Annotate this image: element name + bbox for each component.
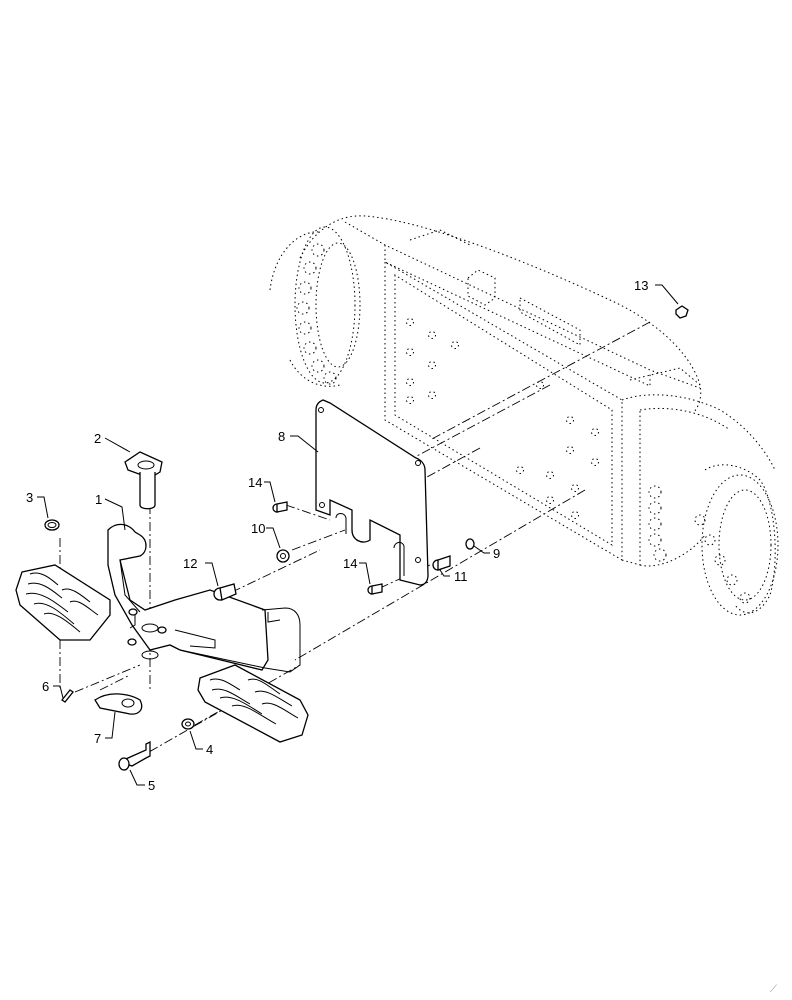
- screw-14-lower: [367, 583, 383, 595]
- bolt-11: [432, 555, 451, 571]
- bracket-studs: [127, 608, 167, 646]
- callout-2: 2: [94, 431, 101, 446]
- corner-mark: ⟋: [770, 984, 777, 995]
- screw-14-upper: [272, 501, 288, 513]
- alignment-lines: [59, 321, 651, 761]
- callout-14-upper: 14: [248, 475, 262, 490]
- callout-4: 4: [206, 742, 213, 757]
- callout-labels: 1 2 3 4 5 6 7 8 9 10 11 12 13 14 14: [26, 278, 648, 793]
- callout-7: 7: [94, 731, 101, 746]
- cover-plate: [315, 399, 429, 586]
- callout-6: 6: [42, 679, 49, 694]
- lynch-pin-7: [94, 693, 143, 715]
- callout-11: 11: [454, 569, 468, 584]
- callout-13: 13: [634, 278, 648, 293]
- callout-8: 8: [278, 429, 285, 444]
- step-bracket: [107, 523, 301, 673]
- nut-13: [675, 305, 689, 319]
- callout-5: 5: [148, 778, 155, 793]
- washer-4: [181, 718, 195, 730]
- step-tread-right: [197, 664, 309, 743]
- callout-10: 10: [251, 521, 265, 536]
- spring-clip: [44, 519, 60, 531]
- washer-9: [465, 538, 475, 550]
- callout-12: 12: [183, 556, 197, 571]
- callout-3: 3: [26, 490, 33, 505]
- pin-6: [61, 689, 74, 703]
- leader-lines: [37, 284, 679, 786]
- callout-9: 9: [493, 546, 500, 561]
- washer-10: [276, 549, 290, 563]
- bolt-12: [213, 583, 237, 601]
- pin-part: [124, 451, 163, 510]
- callout-14-lower: 14: [343, 556, 357, 571]
- step-tread-left: [15, 564, 111, 641]
- bolt-5: [118, 740, 151, 771]
- callout-1: 1: [95, 492, 102, 507]
- axle-housing-reference: [269, 215, 779, 616]
